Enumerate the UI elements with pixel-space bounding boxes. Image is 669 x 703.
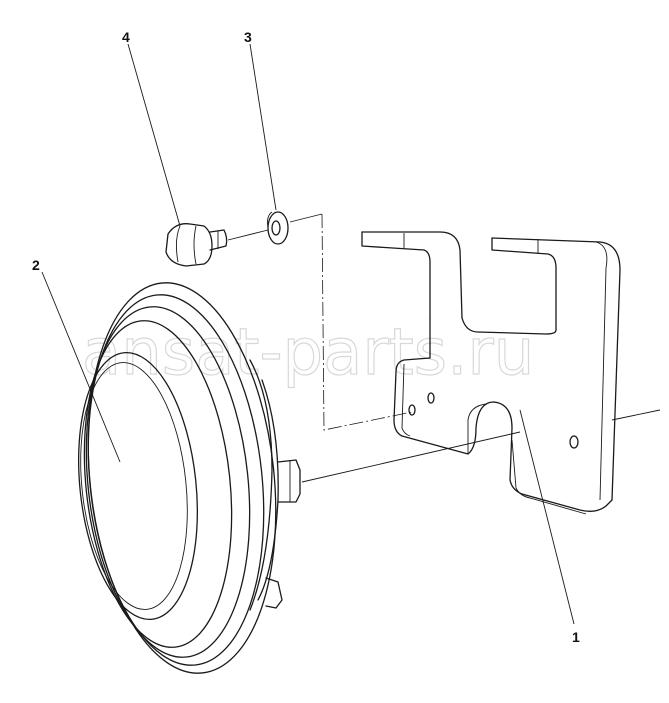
bracket-part-1: [361, 231, 661, 515]
washer-part-3: [267, 211, 289, 245]
callout-2: 2: [32, 257, 40, 273]
horn-part-2: [77, 282, 521, 674]
callout-1: 1: [572, 629, 580, 645]
callout-4: 4: [122, 29, 130, 45]
bolt-part-4: [165, 213, 323, 267]
watermark: ansat-parts.ru: [82, 316, 534, 390]
callout-3: 3: [244, 29, 252, 45]
callout-leaders: [41, 43, 575, 625]
assembly-guide-lines: [321, 213, 413, 431]
